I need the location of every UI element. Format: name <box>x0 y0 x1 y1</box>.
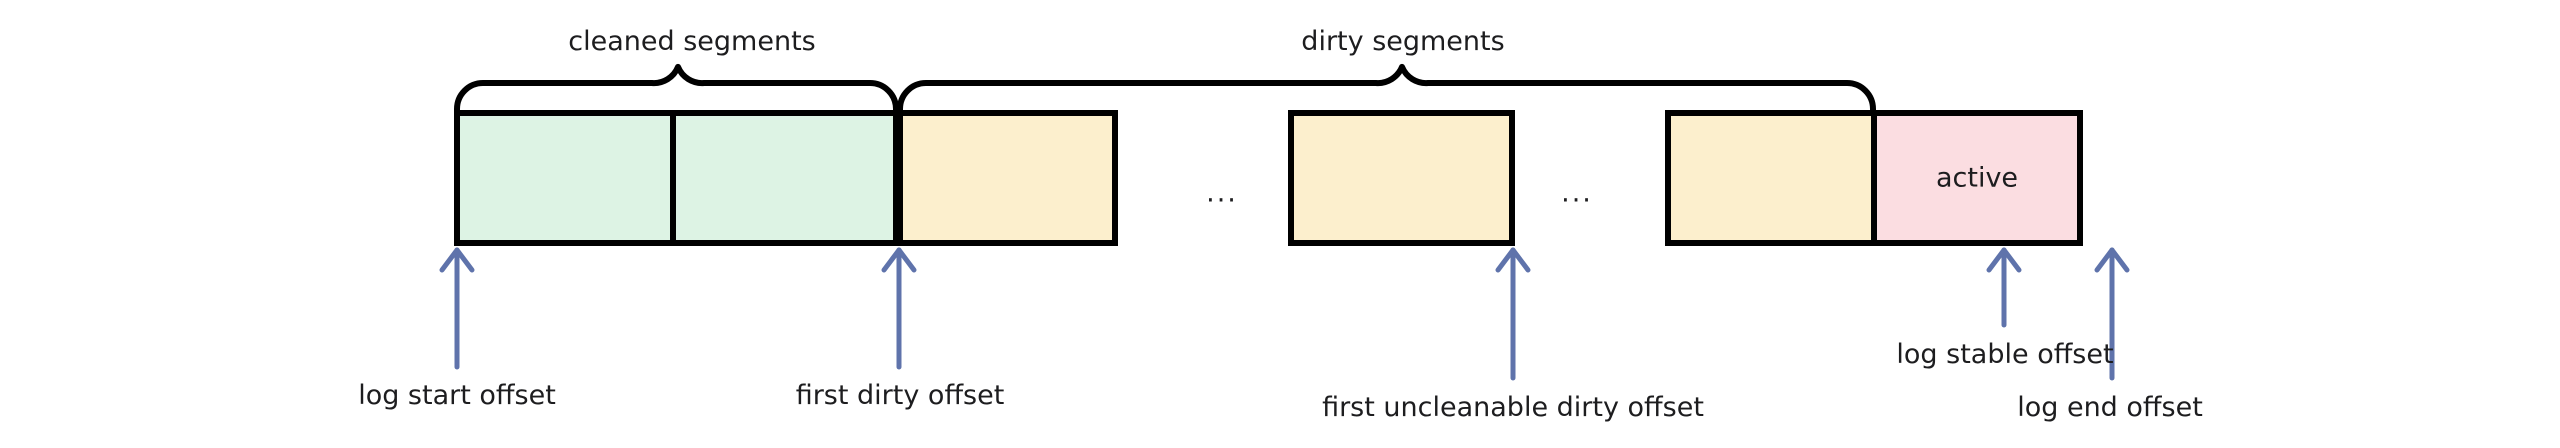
arrow-head-first-dirty-offset <box>881 247 917 273</box>
offset-label-log-end-offset: log end offset <box>2017 392 2203 423</box>
segment-box-cleaned-segment-2 <box>670 110 899 246</box>
brace-dirty <box>897 63 1876 113</box>
brace-cleaned <box>454 63 899 113</box>
segment-box-dirty-segment-1 <box>897 110 1118 246</box>
brace-label-dirty: dirty segments <box>1301 26 1505 57</box>
offset-label-log-stable-offset: log stable offset <box>1896 339 2114 370</box>
offset-label-first-uncleanable-dirty-offset: first uncleanable dirty offset <box>1322 392 1704 423</box>
arrow-head-log-end-offset <box>2094 247 2130 273</box>
segment-label-active-segment: active <box>1935 162 2019 194</box>
ellipsis-2: ... <box>1561 177 1593 209</box>
arrow-head-log-start-offset <box>439 247 475 273</box>
segment-box-dirty-segment-2 <box>1288 110 1515 246</box>
brace-label-cleaned: cleaned segments <box>568 26 816 57</box>
arrow-head-log-stable-offset <box>1986 247 2022 273</box>
offset-label-log-start-offset: log start offset <box>358 380 556 411</box>
offset-label-first-dirty-offset: first dirty offset <box>795 380 1005 411</box>
segment-box-active-segment <box>1871 110 2083 246</box>
arrow-head-first-uncleanable-dirty-offset <box>1495 247 1531 273</box>
ellipsis-1: ... <box>1206 177 1238 209</box>
